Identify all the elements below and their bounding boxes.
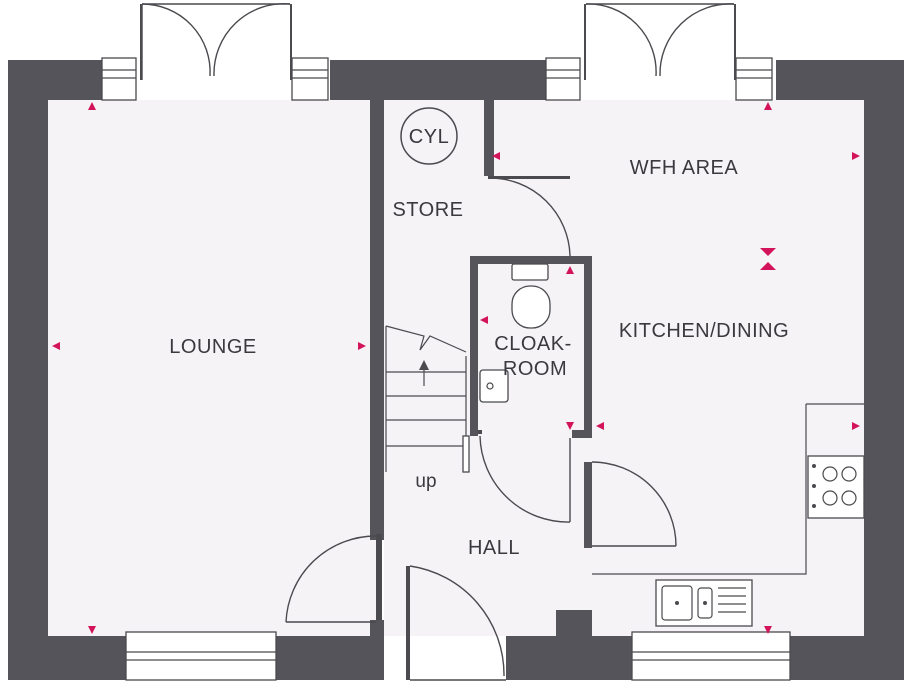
hall-label: HALL — [468, 537, 520, 559]
cloakroom-door — [478, 430, 571, 523]
wfh-area-label: WFH AREA — [630, 157, 739, 179]
sink-icon — [655, 579, 753, 627]
staircase — [385, 325, 470, 473]
triangle-marker — [760, 262, 776, 270]
kitchen-window — [631, 631, 791, 681]
lounge-door — [285, 534, 382, 623]
triangle-marker — [358, 342, 366, 350]
lounge-label: LOUNGE — [169, 336, 256, 358]
wfh-french-doors — [545, 3, 773, 101]
triangle-marker — [88, 626, 96, 634]
triangle-marker — [492, 152, 500, 160]
toilet-icon — [511, 263, 551, 329]
cylinder-label: CYL — [409, 126, 449, 148]
kitchen-dining-label: KITCHEN/DINING — [619, 320, 789, 342]
triangle-marker — [852, 422, 860, 430]
cloakroom-label-line1: CLOAK- — [494, 333, 571, 355]
front-door — [406, 565, 506, 681]
triangle-marker — [764, 102, 772, 110]
triangle-marker — [566, 422, 574, 430]
hob-icon — [807, 455, 865, 519]
triangle-marker — [760, 248, 776, 256]
dimension-markers — [52, 102, 860, 634]
stairs-up-label: up — [415, 471, 436, 492]
interior-walls — [370, 100, 592, 548]
triangle-marker — [480, 316, 488, 324]
kitchen-worktop — [592, 403, 864, 575]
exterior-walls — [8, 60, 904, 680]
triangle-marker — [52, 342, 60, 350]
triangle-marker — [566, 266, 574, 274]
triangle-marker — [852, 152, 860, 160]
cloakroom-label-line2: ROOM — [503, 358, 567, 380]
triangle-marker — [596, 422, 604, 430]
store-door — [488, 176, 571, 257]
lounge-french-doors — [101, 3, 329, 101]
floor-areas — [48, 100, 864, 636]
cylinder-icon — [400, 107, 458, 165]
triangle-marker — [88, 102, 96, 110]
kitchen-door — [591, 461, 677, 547]
basin-icon — [479, 369, 509, 403]
triangle-marker — [764, 626, 772, 634]
store-label: STORE — [392, 199, 463, 221]
lounge-window — [125, 631, 277, 681]
